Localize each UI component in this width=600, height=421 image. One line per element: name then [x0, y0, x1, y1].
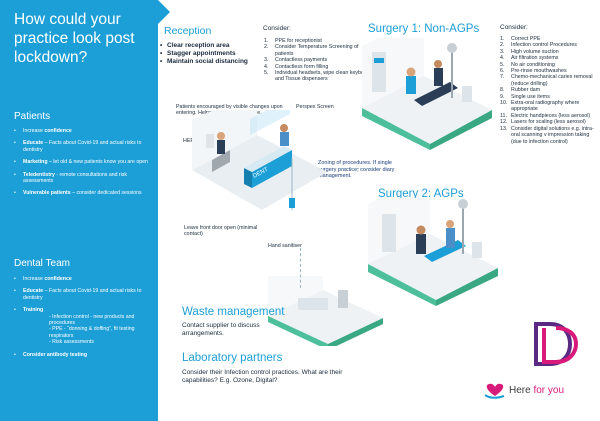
team-item: Educate – Facts about Covid-19 and actua… [14, 288, 156, 301]
surgery1-item: 1.Correct PPE [500, 36, 541, 42]
reception-illustration: DENT [192, 110, 327, 210]
waste-body: Contact supplier to discuss arrangements… [182, 322, 260, 337]
connector [300, 248, 301, 288]
dd-logo [534, 322, 579, 366]
surgery1-heading: Surgery 1: Non-AGPs [368, 23, 480, 35]
training-sub: - Risk assessments [49, 339, 94, 346]
reception-consider-item: 1.PPE for receptionist [264, 38, 322, 44]
page-title: How could your practice look post lockdo… [14, 11, 135, 66]
zoning-note: Zoning of procedures. If single surgery … [318, 160, 395, 180]
surgery1-item: 7.Chemo-mechanical caries removal (reduc… [500, 74, 593, 87]
surgery1-item: 3.High volume suction [500, 48, 559, 55]
reception-consider-label: Consider: [263, 25, 291, 32]
reception-bullet: Stagger appointments [160, 50, 248, 58]
reception-bullet: Maintain social distancing [160, 58, 248, 66]
training-sub: - PPE - “donning & doffing”, fit testing… [49, 326, 135, 339]
surgery1-consider-list: 1.Correct PPE 2.Infection control Proced… [500, 36, 598, 145]
reception-consider-list: 1.PPE for receptionist 2.Consider Temper… [264, 38, 376, 83]
reception-bullets: Clear reception area Stagger appointment… [160, 42, 248, 67]
team-item: Increase confidence [14, 276, 156, 283]
patients-item: Educate – Facts about Covid-19 and actua… [14, 140, 156, 153]
surgery1-illustration [362, 38, 492, 150]
sidebar: How could your practice look post lockdo… [0, 0, 158, 421]
team-item: Training - Infection control - new produ… [14, 307, 156, 345]
surgery1-item: 4.Air filtration systems [500, 55, 559, 62]
surgery1-item: 12.Lasers for scaling (less aerosol) [500, 119, 586, 126]
surgery1-item: 2.Infection control Procedures [500, 42, 577, 49]
patients-item: Vulnerable patients – consider dedicated… [14, 190, 156, 197]
surgery1-item: 11.Electric handpieces (less aerosol) [500, 112, 591, 119]
surgery2-illustration [368, 198, 498, 306]
reception-consider-item: 2.Consider Temperature Screening of pati… [264, 44, 359, 57]
lab-heading: Laboratory partners [182, 352, 283, 364]
patients-item: Marketing – let old & new patients know … [14, 159, 156, 166]
reception-heading: Reception [164, 25, 212, 37]
perspex-note: Perspex Screen [296, 104, 334, 110]
patients-list: Increase confidence Educate – Facts abou… [14, 128, 156, 203]
patients-heading: Patients [14, 111, 51, 122]
training-sub: - Infection control - new products and p… [49, 313, 135, 327]
reception-consider-item: 4.Contactless form filling [264, 63, 329, 70]
surgery1-item: 9.Single use items [500, 93, 550, 100]
reception-consider-item: 3.Contactless payments [264, 57, 328, 64]
surgery1-item: 8.Rubber dam [500, 87, 541, 94]
dental-team-heading: Dental Team [14, 258, 70, 269]
sanitiser-note: Hand sanitiser [268, 243, 302, 249]
surgery1-item: 10.Extra-oral radiography where appropri… [500, 100, 580, 113]
door-note: Leave front door open (minimal contact) [184, 225, 258, 238]
surgery2-heading: Surgery 2: AGPs [378, 188, 464, 200]
patients-item: Increase confidence [14, 128, 156, 135]
heart-hand-icon [484, 383, 505, 399]
team-item: Consider antibody testing [14, 352, 156, 359]
here-for-you-logo: Here for you [509, 385, 565, 396]
surgery1-item: 6.Pre-rinse mouthwashes [500, 68, 567, 75]
reception-bullet: Clear reception area [160, 42, 248, 50]
sidebar-edge [158, 0, 180, 421]
surgery1-item: 13.Consider digital solutions e.g. intra… [500, 125, 594, 145]
surgery1-consider-label: Consider: [500, 24, 528, 31]
lab-body: Consider their Infection control practic… [182, 369, 343, 384]
waste-lab-illustration [268, 276, 383, 346]
waste-heading: Waste management [182, 306, 285, 318]
patients-item: Teledentistry - remote consultations and… [14, 172, 156, 185]
reception-consider-item: 5.Individual headsets, wipe clean keyboa… [264, 70, 375, 83]
surgery1-item: 5.No air conditioning [500, 61, 555, 68]
connector [340, 168, 380, 169]
dental-team-list: Increase confidence Educate – Facts abou… [14, 276, 156, 364]
